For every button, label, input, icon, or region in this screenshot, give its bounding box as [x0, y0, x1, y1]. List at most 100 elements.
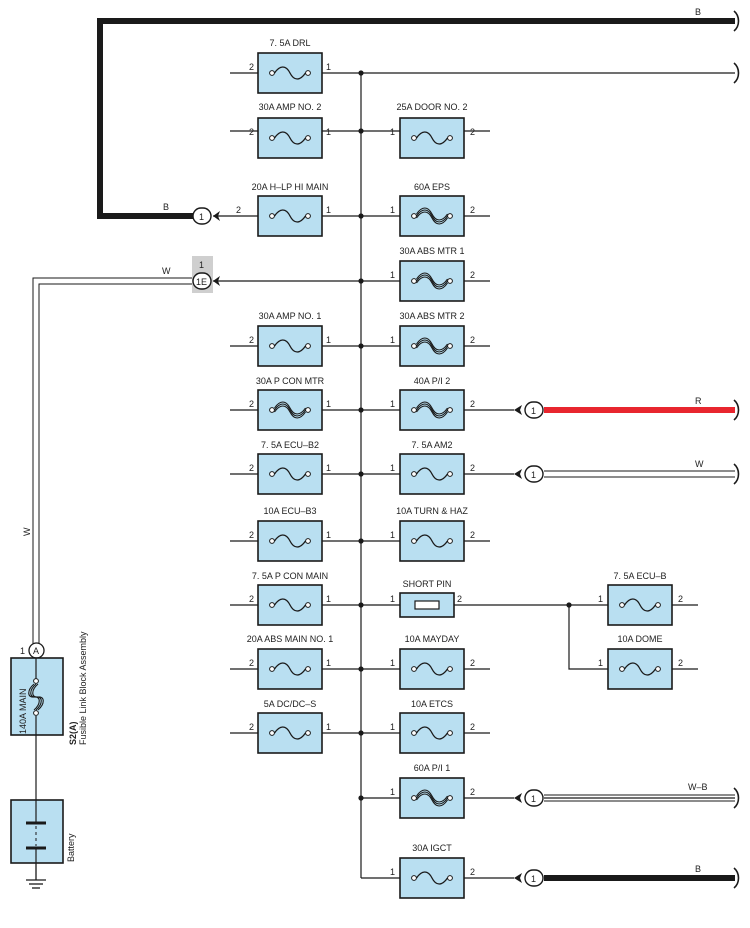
svg-text:1: 1: [531, 406, 536, 416]
fuse-dc-dc-s: 5A DC/DC–S 2 1: [249, 699, 331, 754]
fuse-turn-haz: 10A TURN & HAZ 1 2: [390, 506, 475, 562]
fuse-short-pin: SHORT PIN 1 2: [390, 579, 462, 618]
svg-text:1: 1: [390, 658, 395, 668]
svg-text:1: 1: [326, 127, 331, 137]
svg-text:7. 5A ECU–B: 7. 5A ECU–B: [613, 571, 666, 581]
fuse-door-no-2: 25A DOOR NO. 2 1 2: [390, 102, 475, 159]
fuse-mayday: 10A MAYDAY 1 2: [390, 634, 475, 690]
svg-text:60A P/I 1: 60A P/I 1: [414, 763, 451, 773]
svg-text:2: 2: [470, 787, 475, 797]
svg-text:1: 1: [390, 722, 395, 732]
output-wire-wb: [544, 794, 735, 802]
svg-text:2: 2: [470, 270, 475, 280]
fuse-abs-main-no-1: 20A ABS MAIN NO. 1 2 1: [247, 634, 334, 690]
fuse-ecu-b: 7. 5A ECU–B 1 2: [598, 571, 683, 626]
svg-text:1: 1: [326, 658, 331, 668]
fuse-pi-2: 40A P/I 2 1 2: [390, 376, 475, 431]
main-fuse-label: 140A MAIN: [18, 688, 28, 734]
fuse-abs-mtr-1: 30A ABS MTR 1 1 2: [390, 246, 475, 302]
svg-text:2: 2: [470, 399, 475, 409]
svg-text:30A ABS MTR 1: 30A ABS MTR 1: [399, 246, 464, 256]
svg-text:1: 1: [390, 787, 395, 797]
svg-text:2: 2: [249, 62, 254, 72]
svg-text:1: 1: [531, 794, 536, 804]
wire-label-b-out: B: [695, 864, 701, 874]
svg-text:10A TURN & HAZ: 10A TURN & HAZ: [396, 506, 468, 516]
svg-text:2: 2: [249, 127, 254, 137]
svg-text:30A AMP NO. 2: 30A AMP NO. 2: [259, 102, 322, 112]
svg-text:1: 1: [390, 127, 395, 137]
svg-text:2: 2: [470, 205, 475, 215]
connector-1e: 1 1E: [192, 260, 220, 290]
svg-text:1: 1: [390, 867, 395, 877]
connector-w: 1: [514, 465, 544, 483]
svg-text:1: 1: [531, 874, 536, 884]
fuse-am2: 7. 5A AM2 1 2: [390, 440, 475, 495]
fuse-amp-no-1: 30A AMP NO. 1 2 1: [249, 311, 331, 367]
main-fuse-ref: S2(A): [68, 721, 78, 745]
svg-text:1: 1: [20, 646, 25, 656]
svg-text:1: 1: [390, 205, 395, 215]
svg-text:1: 1: [326, 530, 331, 540]
fuse-amp-no-2: 30A AMP NO. 2 2 1: [249, 102, 331, 159]
fuse-drl: 7. 5A DRL 2 1: [249, 38, 331, 94]
svg-text:7. 5A AM2: 7. 5A AM2: [411, 440, 452, 450]
svg-text:2: 2: [470, 722, 475, 732]
svg-text:1: 1: [326, 594, 331, 604]
output-wire-w: [544, 470, 735, 478]
main-fuse-140a: 1 A 140A MAIN S2(A) Fusible Link Block A…: [10, 631, 88, 745]
svg-text:1: 1: [531, 470, 536, 480]
svg-text:7. 5A ECU–B2: 7. 5A ECU–B2: [261, 440, 319, 450]
svg-text:2: 2: [249, 399, 254, 409]
svg-text:1: 1: [326, 62, 331, 72]
svg-text:SHORT PIN: SHORT PIN: [403, 579, 452, 589]
svg-text:1: 1: [390, 594, 395, 604]
svg-text:2: 2: [236, 205, 241, 215]
fuse-igct: 30A IGCT 1 2: [390, 843, 475, 899]
svg-text:10A ETCS: 10A ETCS: [411, 699, 453, 709]
wire-label-top-b: B: [695, 7, 701, 17]
connector-1e-pin: 1: [199, 260, 204, 270]
svg-text:20A ABS MAIN NO. 1: 20A ABS MAIN NO. 1: [247, 634, 334, 644]
wire-label-w-vertical: W: [22, 527, 32, 536]
svg-text:2: 2: [470, 658, 475, 668]
fuse-etcs: 10A ETCS 1 2: [390, 699, 475, 754]
svg-text:10A ECU–B3: 10A ECU–B3: [263, 506, 316, 516]
svg-text:30A ABS MTR 2: 30A ABS MTR 2: [399, 311, 464, 321]
svg-text:2: 2: [470, 530, 475, 540]
battery-label: Battery: [66, 833, 76, 862]
connector-wb: 1: [514, 789, 544, 807]
svg-text:25A DOOR NO. 2: 25A DOOR NO. 2: [396, 102, 467, 112]
main-fuse-connector: A: [33, 646, 39, 656]
svg-text:10A MAYDAY: 10A MAYDAY: [405, 634, 460, 644]
svg-text:1: 1: [199, 212, 204, 222]
fuse-eps: 60A EPS 1 2: [390, 182, 475, 237]
junction-dots: [358, 70, 572, 801]
fuse-abs-mtr-2: 30A ABS MTR 2 1 2: [390, 311, 475, 367]
svg-text:30A IGCT: 30A IGCT: [412, 843, 452, 853]
svg-text:1: 1: [326, 722, 331, 732]
svg-text:2: 2: [249, 530, 254, 540]
svg-text:1: 1: [598, 658, 603, 668]
connector-top: 1: [192, 207, 220, 225]
svg-text:2: 2: [470, 127, 475, 137]
svg-text:2: 2: [470, 335, 475, 345]
svg-text:5A DC/DC–S: 5A DC/DC–S: [264, 699, 317, 709]
connector-r: 1: [514, 401, 544, 419]
svg-text:30A P CON MTR: 30A P CON MTR: [256, 376, 325, 386]
svg-text:1: 1: [598, 594, 603, 604]
svg-text:2: 2: [470, 867, 475, 877]
svg-text:2: 2: [457, 594, 462, 604]
svg-text:1: 1: [390, 270, 395, 280]
ground-icon: [26, 863, 46, 889]
svg-text:10A DOME: 10A DOME: [617, 634, 662, 644]
svg-text:2: 2: [678, 658, 683, 668]
connector-b: 1: [514, 869, 544, 887]
fuse-hlp-hi-main: 20A H–LP HI MAIN 2 1: [236, 182, 331, 237]
svg-text:1: 1: [390, 463, 395, 473]
svg-text:1: 1: [390, 530, 395, 540]
wire-label-wb: W–B: [688, 782, 708, 792]
wire-label-hlp-b: B: [163, 202, 169, 212]
right-row-wires: [213, 130, 698, 879]
